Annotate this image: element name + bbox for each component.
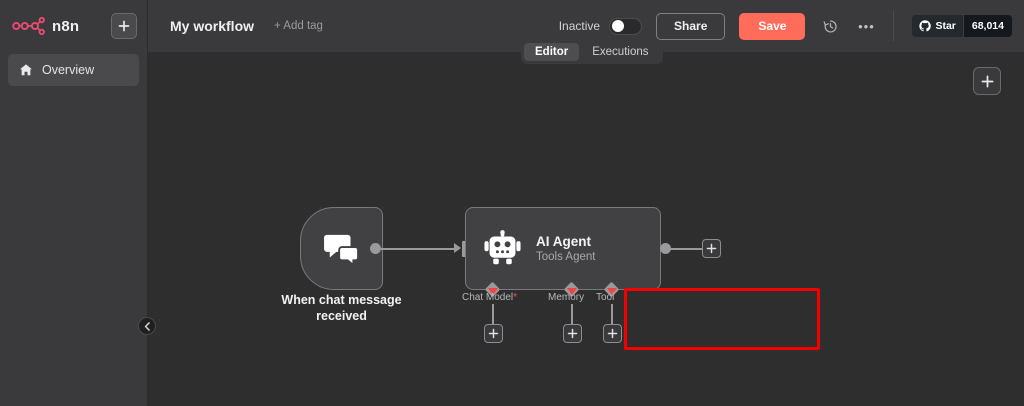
port-tool-label: Tool [596, 292, 614, 303]
port-chat-model-label: Chat Model* [462, 292, 517, 303]
sidebar: n8n Overview [0, 0, 156, 406]
agent-output-dot[interactable] [660, 243, 671, 254]
port-chat-model-arrow-icon [488, 288, 498, 295]
github-star-label: Star [935, 20, 956, 32]
share-button[interactable]: Share [656, 12, 726, 40]
node-ai-agent-subtitle: Tools Agent [536, 251, 596, 263]
connection-agent-to-add [669, 248, 704, 250]
workflow-history-button[interactable] [819, 15, 841, 37]
robot-icon [484, 230, 521, 265]
workflow-title[interactable]: My workflow [170, 18, 255, 34]
port-tool-line [611, 304, 613, 325]
brand-logo[interactable]: n8n [12, 16, 103, 36]
github-star-left: Star [912, 15, 963, 37]
add-memory-button[interactable] [563, 324, 582, 343]
canvas-add-node-button[interactable] [973, 67, 1001, 95]
trigger-output-dot[interactable] [370, 243, 381, 254]
port-memory-text: Memory [548, 292, 585, 303]
chevron-left-icon [144, 321, 150, 331]
activation-control[interactable]: Inactive [558, 17, 643, 35]
github-icon [919, 20, 932, 32]
plus-icon [607, 328, 618, 339]
connection-arrow-icon [454, 243, 461, 253]
plus-icon [567, 328, 578, 339]
add-tag-button[interactable]: + Add tag [274, 20, 323, 32]
sidebar-item-overview[interactable]: Overview [8, 54, 139, 86]
github-star-button[interactable]: Star 68,014 [912, 15, 1012, 37]
workflow-canvas[interactable]: When chat message received [148, 52, 1024, 406]
add-chat-model-button[interactable] [484, 324, 503, 343]
node-ai-agent[interactable]: AI Agent Tools Agent [465, 207, 661, 290]
activation-toggle[interactable] [609, 17, 643, 35]
header-divider [893, 11, 895, 41]
port-tool-text: Tool [596, 292, 615, 303]
plus-icon [706, 243, 717, 254]
port-tool-arrow-icon [607, 288, 617, 295]
more-options-button[interactable]: ••• [855, 15, 877, 37]
ellipsis-icon: ••• [858, 18, 875, 34]
sidebar-item-label: Overview [42, 63, 95, 77]
tab-executions[interactable]: Executions [592, 46, 649, 58]
n8n-logo-icon [12, 16, 45, 36]
port-memory-arrow-icon [567, 288, 577, 295]
save-button[interactable]: Save [739, 12, 806, 40]
agent-output-add-button[interactable] [702, 239, 721, 258]
add-tool-button[interactable] [603, 324, 622, 343]
port-memory-line [571, 304, 573, 325]
home-icon [18, 63, 33, 78]
chat-bubbles-icon [323, 234, 359, 266]
port-chat-model-text: Chat Model [462, 292, 514, 303]
clock-history-icon [823, 19, 837, 32]
main-area: My workflow + Add tag Inactive Share Sav… [148, 0, 1024, 406]
plus-icon [981, 75, 993, 87]
sidebar-header: n8n [0, 0, 147, 52]
sidebar-add-button[interactable] [111, 13, 137, 39]
port-memory-label: Memory [548, 292, 584, 303]
activation-label: Inactive [558, 19, 601, 33]
header-actions: Inactive Share Save ••• [559, 0, 1024, 52]
toggle-knob [612, 20, 625, 32]
connection-trigger-to-agent[interactable] [379, 248, 459, 250]
sub-nodes-highlight-box [624, 288, 820, 350]
editor-tabs: Editor Executions [521, 40, 663, 64]
plus-icon [118, 20, 130, 32]
github-star-count: 68,014 [962, 15, 1012, 37]
brand-name: n8n [52, 17, 80, 35]
sidebar-collapse-button[interactable] [138, 317, 156, 335]
required-marker: * [513, 292, 518, 303]
node-ai-agent-text: AI Agent Tools Agent [536, 234, 595, 263]
agent-input-port[interactable] [462, 241, 467, 257]
plus-icon [488, 328, 499, 339]
node-chat-trigger-label: When chat message received [281, 293, 402, 324]
tab-editor[interactable]: Editor [524, 43, 580, 61]
node-ai-agent-title: AI Agent [536, 234, 591, 249]
port-chat-model-line [492, 304, 494, 325]
